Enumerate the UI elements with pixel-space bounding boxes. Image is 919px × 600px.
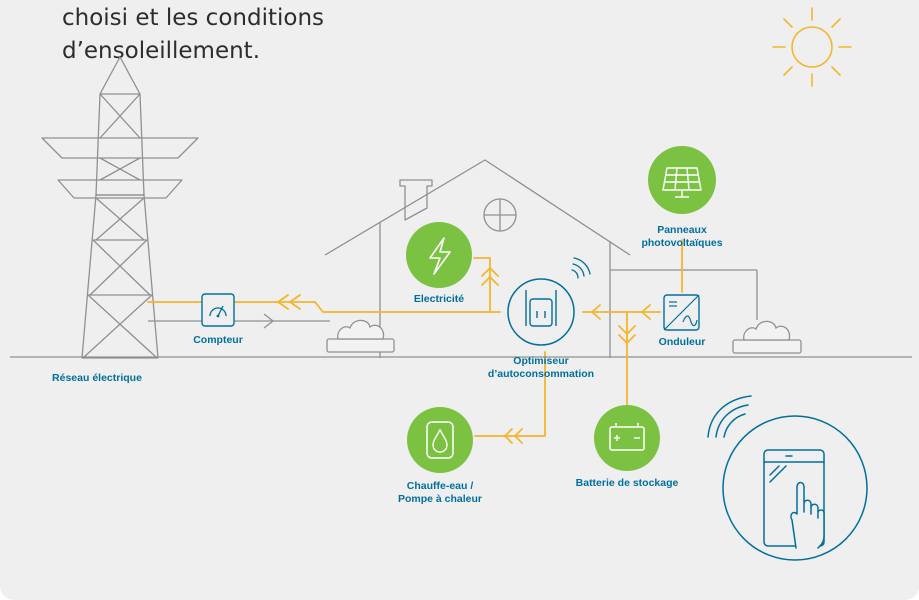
label-meter: Compteur — [193, 334, 243, 346]
intro-text: choisi et les conditions d’ensoleillemen… — [62, 2, 324, 68]
label-panels-line2: photovoltaïques — [641, 237, 723, 249]
label-inverter: Onduleur — [658, 336, 706, 348]
label-water-heater-line1: Chauffe-eau / — [406, 480, 474, 492]
label-water-heater: Chauffe-eau / Pompe à chaleur — [380, 480, 500, 506]
wifi-icon — [571, 257, 591, 279]
label-grid: Réseau électrique — [52, 372, 142, 384]
label-battery: Batterie de stockage — [575, 477, 679, 489]
pylon-icon — [41, 56, 199, 359]
solar-panel-icon — [648, 146, 716, 214]
optimizer-icon — [507, 278, 575, 346]
house-window — [483, 198, 517, 232]
inverter-icon — [663, 294, 700, 331]
bush-right — [732, 320, 802, 354]
label-optimizer-line1: Optimiseur — [513, 355, 569, 367]
sun-icon — [772, 7, 852, 87]
label-water-heater-line2: Pompe à chaleur — [397, 493, 483, 505]
label-optimizer: Optimiseur d’autoconsommation — [476, 355, 606, 381]
lightning-icon — [406, 222, 472, 288]
label-panels: Panneaux photovoltaïques — [632, 224, 732, 250]
smartphone-touch-icon — [722, 415, 868, 561]
energy-flows — [147, 239, 683, 444]
battery-icon — [594, 405, 660, 471]
meter-icon — [201, 293, 235, 327]
intro-line-2: d’ensoleillement. — [62, 38, 261, 64]
label-electricity: Electricité — [413, 293, 465, 305]
intro-line-1: choisi et les conditions — [62, 5, 325, 31]
label-optimizer-line2: d’autoconsommation — [487, 368, 595, 380]
label-panels-line1: Panneaux — [657, 224, 707, 236]
phone-wifi-icon — [707, 395, 752, 438]
water-drop-icon — [407, 407, 473, 473]
bush-left — [326, 319, 395, 353]
return-arrow — [263, 313, 275, 329]
